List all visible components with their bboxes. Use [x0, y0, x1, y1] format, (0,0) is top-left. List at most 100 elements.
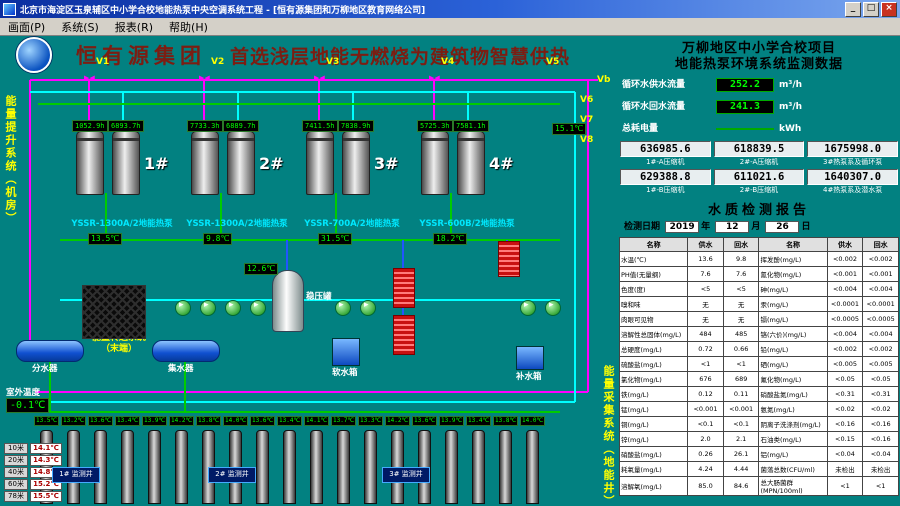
geothermal-well[interactable]	[526, 430, 539, 504]
water-divider-label: 分水器	[32, 364, 58, 374]
valve-icon[interactable]: ▶◀	[199, 74, 210, 82]
wq-name-cell: 铁(mg/L)	[618, 386, 689, 402]
close-button[interactable]: ×	[881, 1, 897, 17]
geothermal-well[interactable]	[364, 430, 377, 504]
wq-name-cell: 硒(mg/L)	[758, 356, 828, 372]
geothermal-well[interactable]	[337, 430, 350, 504]
valve-label: Vb	[597, 75, 611, 85]
wq-name-cell: 汞(mg/L)	[758, 296, 828, 312]
flow-label: 总耗电量	[622, 124, 659, 134]
depth-label: 78米	[4, 491, 28, 502]
valve-icon[interactable]: ▶◀	[314, 74, 325, 82]
pipe-temp-display: 9.8℃	[203, 233, 233, 245]
well-temp-display: 14.2℃	[169, 416, 195, 426]
wq-header-cell: 供水	[687, 237, 724, 252]
wq-name-cell: 硫酸盐(mg/L)	[618, 356, 689, 372]
soft-water-tank[interactable]	[332, 338, 360, 366]
valve-icon[interactable]: ▶◀	[429, 74, 440, 82]
wq-value-cell: <1	[722, 356, 760, 372]
valve-icon[interactable]: ▶◀	[84, 74, 95, 82]
geothermal-well[interactable]	[175, 430, 188, 504]
unit-model-label: YSSR-1300A/2地能热泵	[71, 219, 173, 229]
wq-value-cell: 无	[687, 296, 724, 312]
pump-icon[interactable]	[335, 300, 351, 316]
wq-value-cell: <0.02	[826, 401, 864, 417]
pump-icon[interactable]	[250, 300, 266, 316]
window-titlebar[interactable]: 北京市海淀区玉泉辅区中小学合校地能热泵中央空调系统工程 - [恒有源集团和万柳地…	[0, 0, 900, 18]
geothermal-well[interactable]	[121, 430, 134, 504]
energy-meter-label: 3#热泵系及循环泵	[822, 158, 883, 166]
menu-item[interactable]: 报表(R)	[114, 20, 154, 34]
unit-model-label: YSSR-600B/2地能热泵	[419, 219, 515, 229]
wq-value-cell: 无	[722, 311, 760, 327]
wq-value-cell: <0.1	[722, 416, 760, 432]
water-collector-tank[interactable]	[152, 340, 220, 362]
plate-heat-exchanger[interactable]	[393, 315, 415, 355]
menu-item[interactable]: 系统(S)	[61, 20, 99, 34]
valve-label: V8	[580, 135, 594, 145]
wq-name-cell: 总硬度(mg/L)	[618, 341, 689, 357]
water-divider-tank[interactable]	[16, 340, 84, 362]
depth-temp-value: 15.2℃	[30, 479, 62, 490]
wq-value-cell: <0.16	[862, 416, 899, 432]
plate-heat-exchanger[interactable]	[393, 268, 415, 308]
minimize-button[interactable]: _	[845, 1, 861, 17]
unit-number-label: 4#	[489, 154, 514, 173]
plate-heat-exchanger[interactable]	[498, 241, 520, 277]
wq-value-cell: <0.31	[862, 386, 899, 402]
wq-value-cell: <0.1	[687, 416, 724, 432]
date-year-suffix: 年	[701, 222, 711, 232]
depth-label: 40米	[4, 467, 28, 478]
flow-unit: m³/h	[779, 102, 803, 112]
wq-value-cell: <0.0001	[862, 296, 899, 312]
geothermal-well[interactable]	[283, 430, 296, 504]
geothermal-well[interactable]	[472, 430, 485, 504]
geothermal-well[interactable]	[445, 430, 458, 504]
wq-name-cell: 氰化物(mg/L)	[758, 266, 828, 282]
wq-value-cell: <0.002	[862, 341, 899, 357]
geothermal-well[interactable]	[310, 430, 323, 504]
pump-icon[interactable]	[225, 300, 241, 316]
wq-value-cell: <1	[862, 476, 899, 496]
flow-value-display: 252.2	[716, 77, 774, 92]
makeup-water-tank[interactable]	[516, 346, 544, 370]
well-temp-display: 13.8℃	[493, 416, 519, 426]
monitoring-well-label: 1# 监测井	[52, 467, 100, 483]
wq-value-cell: <1	[826, 476, 864, 496]
menu-item[interactable]: 画面(P)	[8, 20, 46, 34]
compressor-cylinder	[421, 131, 449, 195]
pump-icon[interactable]	[520, 300, 536, 316]
geothermal-well[interactable]	[499, 430, 512, 504]
well-temp-display: 14.1℃	[304, 416, 330, 426]
flow-value-display	[716, 127, 774, 130]
outdoor-temp-display: -0.1℃	[6, 398, 50, 413]
date-day-field[interactable]: 26	[765, 221, 800, 233]
depth-temp-value: 14.1℃	[30, 443, 62, 454]
date-year-field[interactable]: 2019	[665, 221, 700, 233]
pump-icon[interactable]	[360, 300, 376, 316]
soft-water-tank-label: 软水箱	[332, 368, 358, 378]
maximize-button[interactable]: □	[863, 1, 879, 17]
pressure-tank[interactable]	[272, 270, 304, 332]
runtime-hours-display: 7581.1h	[453, 120, 489, 132]
pump-icon[interactable]	[545, 300, 561, 316]
pump-icon[interactable]	[200, 300, 216, 316]
geothermal-well[interactable]	[148, 430, 161, 504]
wq-value-cell: <0.001	[862, 266, 899, 282]
wq-name-cell: 硝酸盐氮(mg/L)	[758, 386, 828, 402]
geothermal-well[interactable]	[256, 430, 269, 504]
menu-item[interactable]: 帮助(H)	[169, 20, 208, 34]
wq-value-cell: <0.05	[862, 371, 899, 387]
date-month-field[interactable]: 12	[715, 221, 750, 233]
well-temp-display: 13.8℃	[196, 416, 222, 426]
pump-icon[interactable]	[175, 300, 191, 316]
